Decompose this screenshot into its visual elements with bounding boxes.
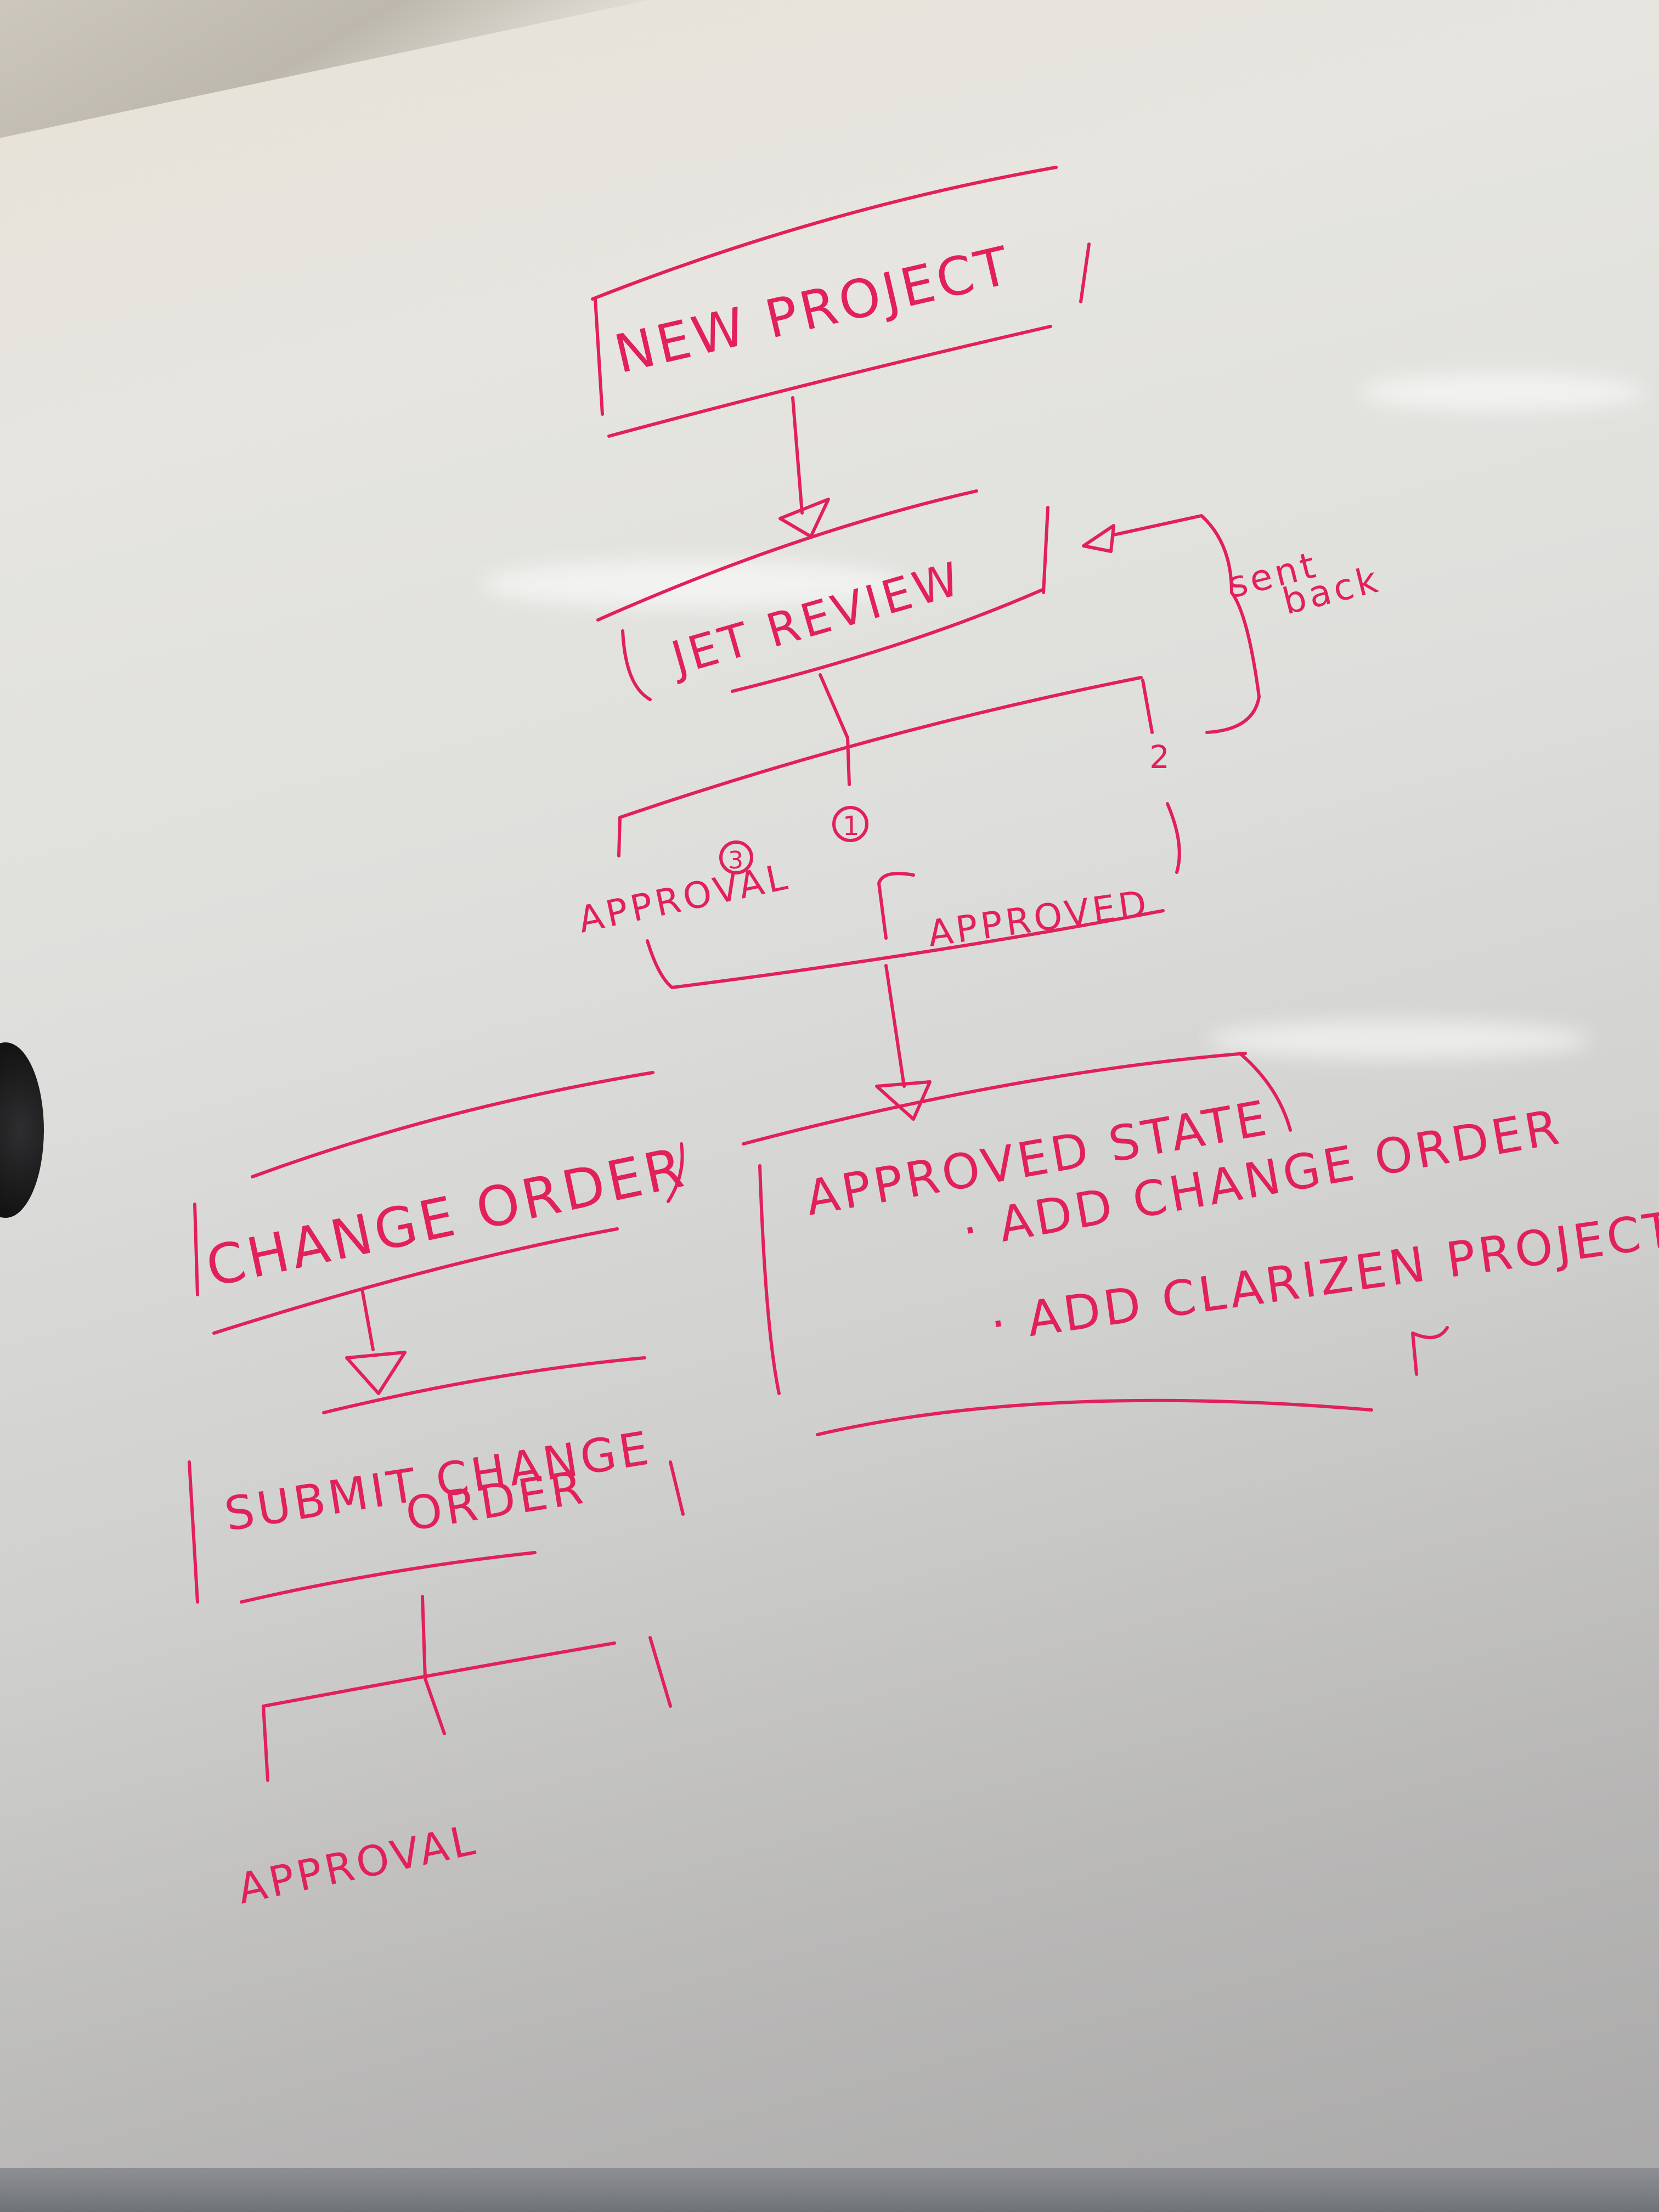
arrow-to-submit-change-order xyxy=(345,1288,407,1395)
bottom-split: APPROVAL xyxy=(233,1595,672,1914)
light-glare xyxy=(1361,373,1646,411)
decision-split: 2 1 xyxy=(617,673,1173,857)
approval-label: APPROVAL xyxy=(574,855,794,941)
branch-one-label: 1 xyxy=(843,811,863,842)
jet-review-label: JET REVIEW xyxy=(663,551,968,686)
new-project-label: NEW PROJECT xyxy=(609,234,1018,385)
light-glare xyxy=(483,560,911,609)
light-glare xyxy=(1207,1020,1591,1059)
approved-label: APPROVED xyxy=(926,882,1153,955)
branch-two-label: 2 xyxy=(1149,738,1173,776)
arrow-to-approved-state xyxy=(875,964,932,1121)
change-order-label: CHANGE ORDER xyxy=(201,1135,692,1300)
sent-back-loop: sent back xyxy=(1082,514,1385,734)
approval-bottom-label: APPROVAL xyxy=(233,1815,482,1913)
approval-marker: 3 xyxy=(728,847,747,874)
whiteboard-tray xyxy=(0,2168,1659,2212)
new-project-box: NEW PROJECT xyxy=(591,166,1091,438)
approved-state-box: APPROVED STATE · ADD CHANGE ORDER · ADD … xyxy=(742,1052,1659,1436)
submit-change-order-box: SUBMIT CHANGE ORDER xyxy=(188,1356,685,1604)
jet-review-box: JET REVIEW xyxy=(596,489,1049,701)
change-order-box: CHANGE ORDER xyxy=(193,1071,692,1335)
arrow-to-jet-review xyxy=(778,396,830,538)
approval-bracket: APPROVAL 3 APPROVED xyxy=(574,802,1181,989)
